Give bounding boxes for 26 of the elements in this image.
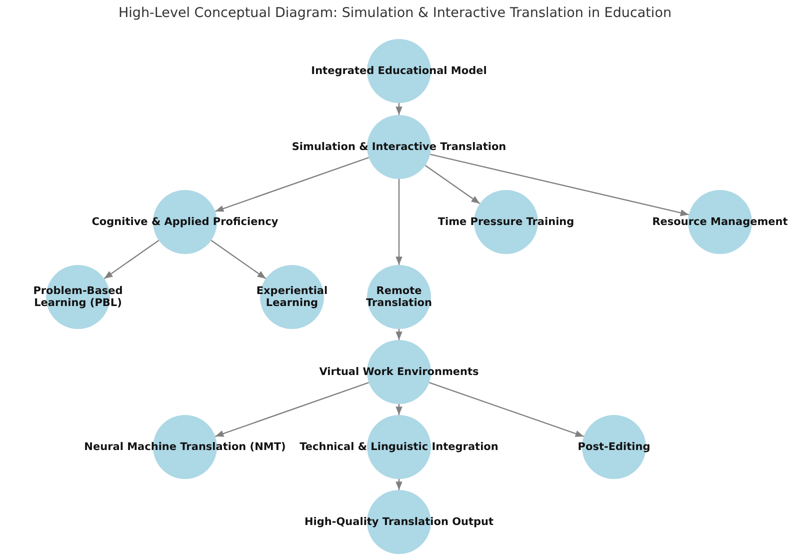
arrow (396, 103, 402, 115)
node-label: High-Quality Translation Output (304, 516, 494, 528)
node-label: Remote Translation (365, 284, 433, 310)
arrow (396, 479, 402, 490)
arrow (396, 179, 402, 265)
node-label: Integrated Educational Model (311, 64, 487, 78)
arrow (396, 329, 402, 340)
node-label: Experiential Learning (255, 284, 329, 310)
node-label: Neural Machine Translation (NMT) (84, 440, 286, 454)
node-label: Post-Editing (578, 440, 650, 454)
arrow (430, 154, 689, 216)
diagram-title: High-Level Conceptual Diagram: Simulation & Interactive Translation in Education (117, 5, 673, 21)
arrow (429, 382, 584, 438)
arrow (215, 157, 369, 212)
arrow (396, 404, 402, 415)
node-label: Resource Management (652, 216, 788, 228)
arrow (104, 240, 160, 280)
node-label: Time Pressure Training (438, 216, 574, 228)
node-label: Technical & Linguistic Integration (300, 440, 498, 454)
node-label: Cognitive & Applied Proficiency (92, 216, 278, 228)
node-label: Simulation & Interactive Translation (292, 140, 506, 154)
node-label: Problem-Based Learning (PBL) (32, 284, 124, 310)
arrow (424, 164, 480, 204)
arrow (210, 240, 266, 280)
node-label: Virtual Work Environments (319, 366, 479, 378)
arrow (215, 382, 369, 437)
